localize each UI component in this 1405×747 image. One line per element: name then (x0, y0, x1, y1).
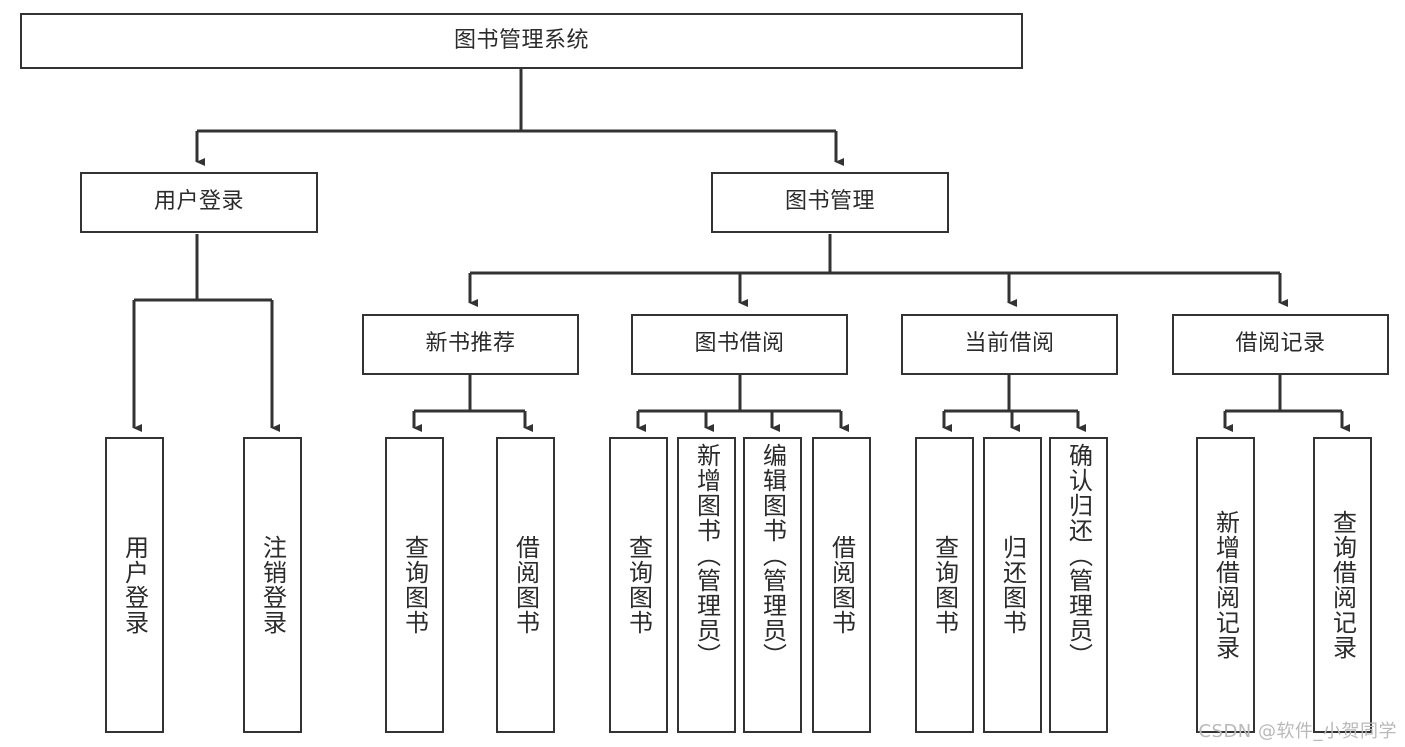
leaf-record-query-record-label: 查询借阅记录 (1328, 510, 1357, 660)
node-root[interactable]: 图书管理系统 (20, 13, 1023, 69)
leaf-current-query-book-label: 查询图书 (930, 535, 959, 635)
leaf-current-return-book[interactable]: 归还图书 (983, 437, 1042, 733)
node-current-borrow-label: 当前借阅 (964, 331, 1055, 357)
node-book-management[interactable]: 图书管理 (711, 172, 949, 233)
leaf-borrow-borrow-book[interactable]: 借阅图书 (812, 437, 871, 733)
leaf-borrow-borrow-book-label: 借阅图书 (827, 535, 856, 635)
leaf-current-confirm-return-label: 确认归还（管理员） (1064, 443, 1093, 668)
leaf-recommend-query-book-label: 查询图书 (400, 535, 429, 635)
leaf-current-return-book-label: 归还图书 (998, 535, 1027, 635)
node-book-borrow-label: 图书借阅 (694, 331, 785, 357)
leaf-borrow-edit-book-label: 编辑图书（管理员） (758, 443, 787, 668)
node-new-book-recommend-label: 新书推荐 (425, 331, 516, 357)
node-user-login[interactable]: 用户登录 (80, 172, 318, 233)
node-borrow-record-label: 借阅记录 (1235, 331, 1326, 357)
leaf-recommend-borrow-book[interactable]: 借阅图书 (496, 437, 555, 733)
leaf-current-confirm-return[interactable]: 确认归还（管理员） (1049, 437, 1108, 733)
leaf-borrow-edit-book[interactable]: 编辑图书（管理员） (743, 437, 802, 733)
leaf-user-login-signin-label: 用户登录 (120, 535, 149, 635)
leaf-current-query-book[interactable]: 查询图书 (915, 437, 974, 733)
node-book-management-label: 图书管理 (784, 189, 875, 215)
node-current-borrow[interactable]: 当前借阅 (901, 314, 1118, 375)
node-new-book-recommend[interactable]: 新书推荐 (362, 314, 579, 375)
watermark-text: CSDN @软件_小贺同学 (1198, 721, 1397, 742)
leaf-record-query-record[interactable]: 查询借阅记录 (1313, 437, 1372, 733)
leaf-record-add-record-label: 新增借阅记录 (1211, 510, 1240, 660)
leaf-borrow-add-book-label: 新增图书（管理员） (692, 443, 721, 668)
node-root-label: 图书管理系统 (453, 27, 589, 53)
leaf-borrow-query-book-label: 查询图书 (624, 535, 653, 635)
leaf-user-login-signout[interactable]: 注销登录 (243, 437, 302, 733)
leaf-borrow-add-book[interactable]: 新增图书（管理员） (677, 437, 736, 733)
node-book-borrow[interactable]: 图书借阅 (631, 314, 848, 375)
leaf-user-login-signin[interactable]: 用户登录 (105, 437, 164, 733)
leaf-record-add-record[interactable]: 新增借阅记录 (1196, 437, 1255, 733)
leaf-recommend-borrow-book-label: 借阅图书 (511, 535, 540, 635)
leaf-borrow-query-book[interactable]: 查询图书 (609, 437, 668, 733)
leaf-recommend-query-book[interactable]: 查询图书 (385, 437, 444, 733)
node-user-login-label: 用户登录 (153, 189, 244, 215)
leaf-user-login-signout-label: 注销登录 (258, 535, 287, 635)
node-borrow-record[interactable]: 借阅记录 (1172, 314, 1389, 375)
